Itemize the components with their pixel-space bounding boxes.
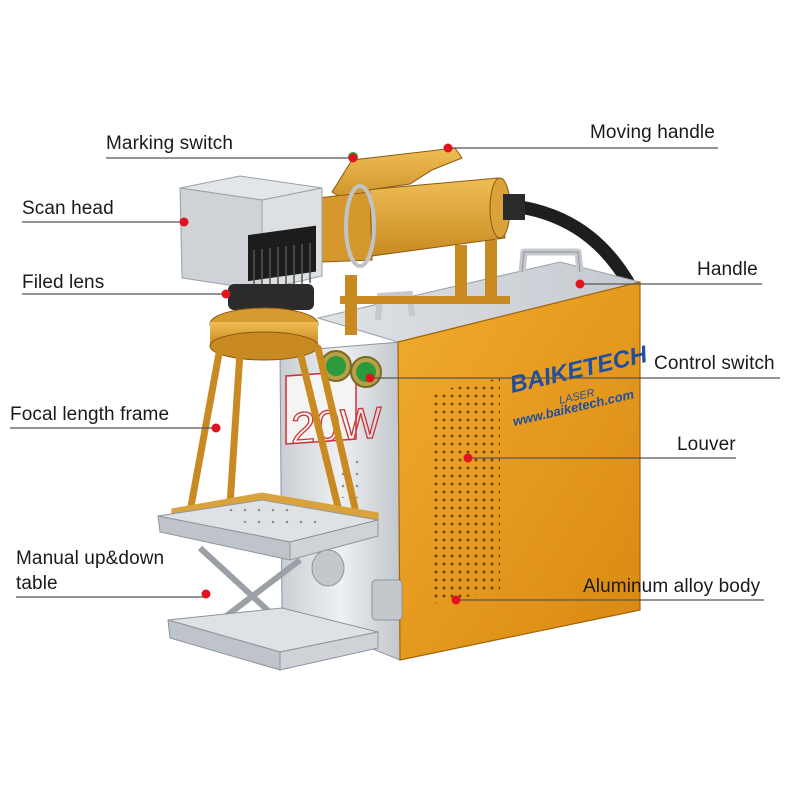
marker-aluminum-body	[451, 595, 461, 605]
label-manual-table-line2: table	[16, 573, 58, 594]
work-table	[157, 499, 379, 671]
marker-moving-handle	[443, 143, 453, 153]
leader-lines	[10, 147, 780, 601]
focal-frame	[186, 344, 359, 519]
label-focal-length-frame: Focal length frame	[10, 404, 170, 425]
label-moving-handle: Moving handle	[590, 122, 715, 143]
label-scan-head: Scan head	[22, 198, 114, 219]
marker-focal-frame	[211, 423, 221, 433]
label-control-switch: Control switch	[654, 353, 775, 374]
body-handle-2	[375, 290, 415, 321]
label-louver: Louver	[677, 434, 736, 455]
label-marking-switch: Marking switch	[106, 133, 234, 154]
marker-dots	[179, 143, 585, 605]
marker-manual-table	[201, 589, 211, 599]
louver-vents	[432, 378, 500, 604]
label-manual-table-line1: Manual up&down	[16, 548, 165, 569]
marker-filed-lens	[221, 289, 231, 299]
marker-scan-head	[179, 217, 189, 227]
marker-handle	[575, 279, 585, 289]
machine-illustration: 20W BAIKETECH LASER www.baiketech.com	[157, 147, 650, 671]
marker-louver	[463, 453, 473, 463]
scan-head	[179, 175, 323, 291]
marker-control-switch	[365, 373, 375, 383]
label-handle: Handle	[697, 259, 758, 280]
label-filed-lens: Filed lens	[22, 272, 105, 293]
marker-marking-switch	[348, 153, 358, 163]
gun-assembly	[317, 147, 525, 335]
label-aluminum-body: Aluminum alloy body	[583, 576, 761, 597]
